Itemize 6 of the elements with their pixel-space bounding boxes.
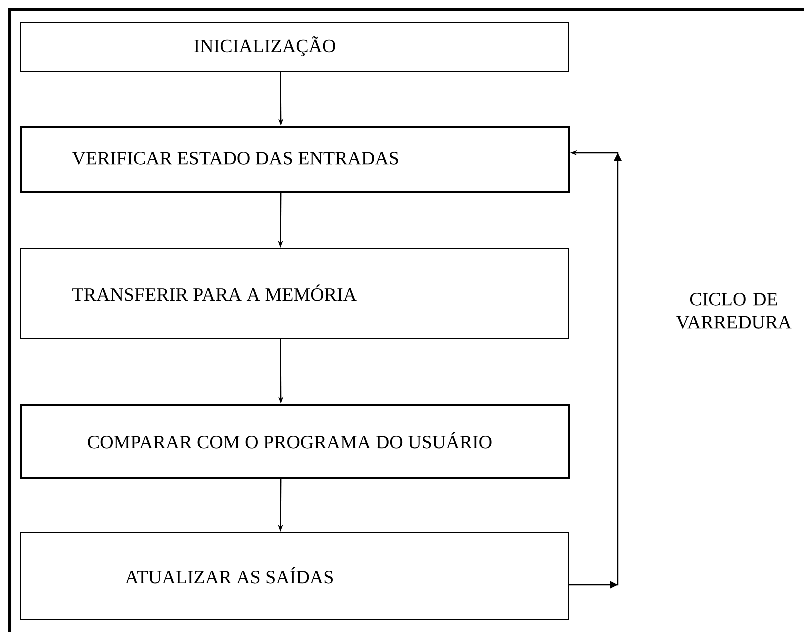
process-box: ATUALIZAR AS SAÍDAS bbox=[20, 532, 570, 620]
process-box: INICIALIZAÇÃO bbox=[20, 22, 570, 72]
process-box: TRANSFERIR PARA A MEMÓRIA bbox=[20, 248, 570, 340]
process-box: COMPARAR COM O PROGRAMA DO USUÁRIO bbox=[20, 404, 570, 480]
process-box: VERIFICAR ESTADO DAS ENTRADAS bbox=[20, 126, 570, 194]
loop-label: CICLO DE VARREDURA bbox=[676, 293, 792, 329]
